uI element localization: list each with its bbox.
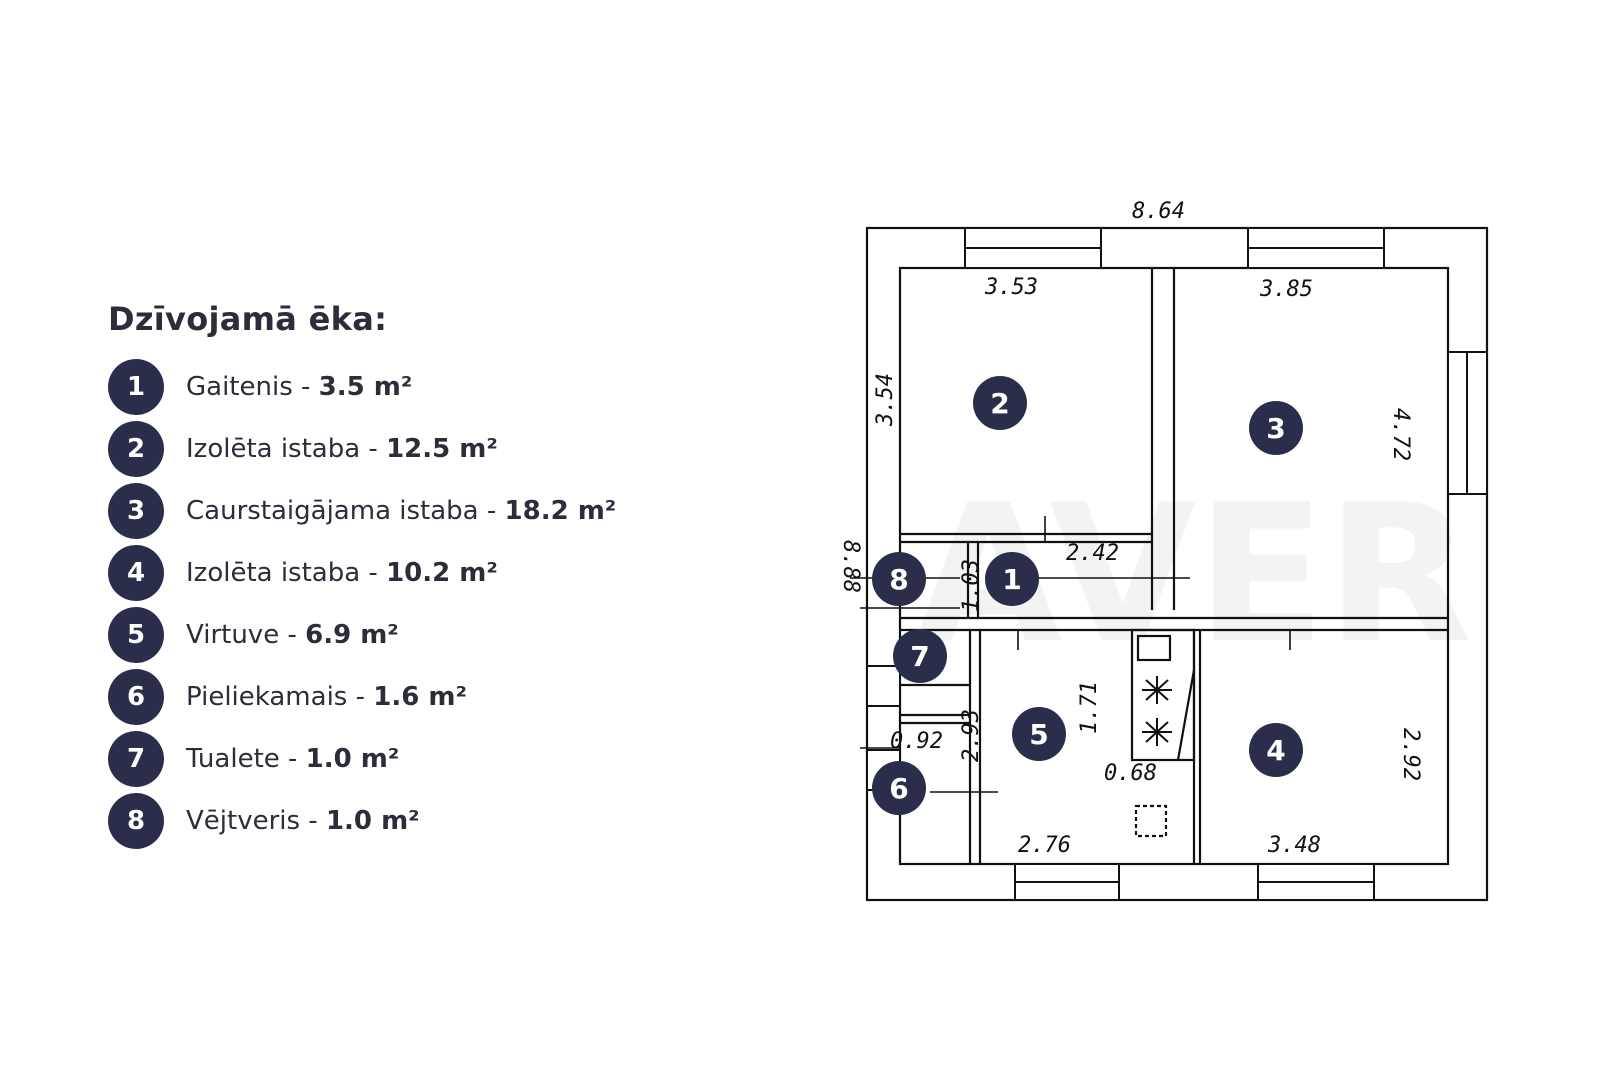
- legend-item-4: 4 Izolēta istaba - 10.2 m²: [108, 542, 748, 604]
- legend-item-6: 6 Pieliekamais - 1.6 m²: [108, 666, 748, 728]
- dimension-label: 1.71: [1077, 681, 1102, 734]
- dimension-label: 3.85: [1259, 277, 1313, 302]
- room-area: 18.2 m²: [504, 496, 617, 526]
- dimension-label: 8.64: [1132, 199, 1185, 224]
- room-name: Vējtveris -: [186, 806, 326, 836]
- room-name: Virtuve -: [186, 620, 306, 650]
- room-number-badge: 7: [108, 731, 164, 787]
- legend-item-7: 7 Tualete - 1.0 m²: [108, 728, 748, 790]
- legend-item-8: 8 Vējtveris - 1.0 m²: [108, 790, 748, 852]
- room-number-badge: 8: [108, 793, 164, 849]
- legend-list: 1 Gaitenis - 3.5 m² 2 Izolēta istaba - 1…: [108, 356, 748, 852]
- svg-text:3: 3: [1266, 412, 1285, 445]
- stove-burners: [1142, 676, 1172, 746]
- room-marker-7: 7: [893, 629, 947, 683]
- room-name: Gaitenis -: [186, 372, 319, 402]
- svg-text:6: 6: [889, 772, 908, 805]
- dimension-label: 2.42: [1066, 541, 1119, 566]
- room-area: 1.6 m²: [373, 682, 467, 712]
- room-name: Caurstaigājama istaba -: [186, 496, 505, 526]
- room-marker-3: 3: [1249, 401, 1303, 455]
- dimension-label: 0.92: [890, 729, 943, 754]
- room-number-badge: 4: [108, 545, 164, 601]
- window: [866, 665, 901, 707]
- outer-wall: [865, 226, 1489, 902]
- chimney: [1136, 634, 1172, 662]
- room-marker-6: 6: [872, 761, 926, 815]
- floor-plan-drawing: AVER: [838, 199, 1489, 902]
- legend-item-5: 5 Virtuve - 6.9 m²: [108, 604, 748, 666]
- legend-title: Dzīvojamā ēka:: [108, 300, 388, 338]
- room-number-badge: 1: [108, 359, 164, 415]
- floor-plan: AVER: [820, 180, 1540, 960]
- room-name: Tualete -: [186, 744, 306, 774]
- legend-item-1: 1 Gaitenis - 3.5 m²: [108, 356, 748, 418]
- room-area: 1.0 m²: [325, 806, 420, 836]
- dimension-label: 1.03: [959, 559, 984, 612]
- dimension-label: 3.54: [873, 373, 898, 427]
- dimension-label: 4.72: [1388, 408, 1413, 461]
- room-area: 10.2 m²: [386, 558, 498, 588]
- svg-text:4: 4: [1266, 734, 1285, 767]
- legend-item-2: 2 Izolēta istaba - 12.5 m²: [108, 418, 748, 480]
- room-name: Izolēta istaba -: [186, 434, 387, 464]
- svg-text:1: 1: [1002, 563, 1021, 596]
- room-legend: Dzīvojamā ēka: 1 Gaitenis - 3.5 m² 2 Izo…: [108, 300, 748, 852]
- svg-text:8: 8: [889, 563, 908, 596]
- room-area: 12.5 m²: [386, 434, 498, 464]
- room-number-badge: 5: [108, 607, 164, 663]
- dimension-label: 3.48: [1267, 833, 1321, 858]
- svg-text:2: 2: [990, 387, 1009, 420]
- room-markers: 1 2 3 4 5 6 7 8: [872, 376, 1303, 815]
- stove-block: [1130, 628, 1196, 762]
- room-area: 6.9 m²: [305, 620, 399, 650]
- dimension-label: 2.92: [1398, 728, 1423, 781]
- svg-text:5: 5: [1029, 718, 1048, 751]
- room-number-badge: 6: [108, 669, 164, 725]
- stove-edge: [1176, 669, 1196, 761]
- dimension-label: 2.76: [1018, 833, 1071, 858]
- room-marker-2: 2: [973, 376, 1027, 430]
- windows: [866, 227, 1488, 901]
- dimension-label: 8.88: [838, 540, 863, 593]
- room-marker-5: 5: [1012, 707, 1066, 761]
- room-marker-4: 4: [1249, 723, 1303, 777]
- sink: [1134, 804, 1168, 838]
- svg-text:7: 7: [910, 640, 929, 673]
- room-number-badge: 3: [108, 483, 164, 539]
- legend-item-3: 3 Caurstaigājama istaba - 18.2 m²: [108, 480, 748, 542]
- dimension-label: 3.53: [984, 275, 1038, 300]
- room-number-badge: 2: [108, 421, 164, 477]
- room-marker-1: 1: [985, 552, 1039, 606]
- room-marker-8: 8: [872, 552, 926, 606]
- room-name: Izolēta istaba -: [186, 558, 387, 588]
- room-area: 1.0 m²: [305, 744, 400, 774]
- dimension-label: 0.68: [1104, 761, 1157, 786]
- room-name: Pieliekamais -: [186, 682, 374, 712]
- dimension-label: 2.93: [959, 709, 984, 762]
- room-area: 3.5 m²: [318, 372, 413, 402]
